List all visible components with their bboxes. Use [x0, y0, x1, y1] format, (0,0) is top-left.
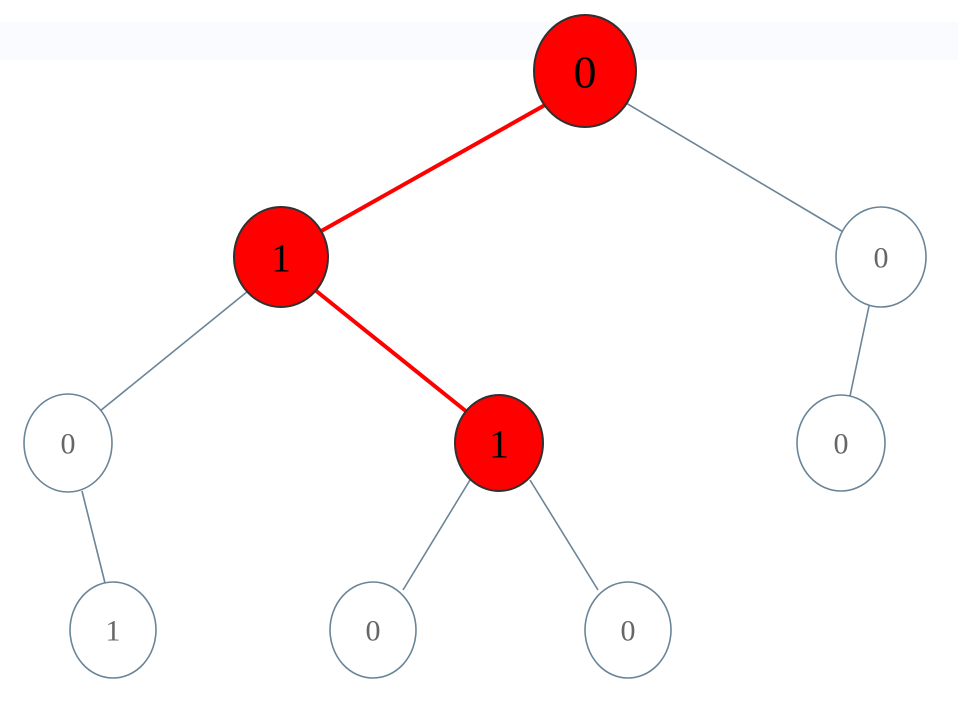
node-circle: [329, 581, 417, 679]
tree-node-highlighted[interactable]: 1: [233, 206, 329, 308]
tree-node[interactable]: 0: [584, 581, 672, 679]
node-label: 1: [106, 615, 121, 648]
node-label: 1: [489, 422, 509, 467]
tree-node[interactable]: 0: [23, 393, 113, 493]
node-label: 0: [574, 47, 597, 98]
tree-edge: [99, 290, 249, 412]
node-label: 0: [61, 428, 76, 461]
node-label: 0: [621, 615, 636, 648]
node-circle: [533, 14, 637, 128]
node-label: 0: [874, 242, 889, 275]
tree-node[interactable]: 1: [69, 581, 157, 679]
tree-edge: [625, 102, 846, 234]
tree-edge: [81, 490, 106, 584]
tree-edge: [849, 305, 870, 397]
tree-node[interactable]: 0: [835, 206, 927, 308]
node-circle: [796, 394, 886, 492]
node-circle: [233, 206, 329, 308]
tree-edge-highlighted: [315, 103, 546, 236]
nodes-layer: 0 1 0 0 1 0 1 0 0: [23, 14, 927, 679]
tree-node-highlighted[interactable]: 0: [533, 14, 637, 128]
edges-layer: [81, 102, 870, 591]
tree-edge-highlighted: [313, 288, 469, 414]
tree-node-highlighted[interactable]: 1: [454, 394, 544, 492]
node-label: 1: [271, 236, 291, 281]
tree-edge: [402, 479, 471, 591]
tree-edge: [529, 479, 599, 591]
node-circle: [23, 393, 113, 493]
node-label: 0: [366, 615, 381, 648]
node-circle: [835, 206, 927, 308]
tree-node[interactable]: 0: [329, 581, 417, 679]
node-circle: [69, 581, 157, 679]
node-circle: [454, 394, 544, 492]
tree-node[interactable]: 0: [796, 394, 886, 492]
node-circle: [584, 581, 672, 679]
node-label: 0: [834, 428, 849, 461]
